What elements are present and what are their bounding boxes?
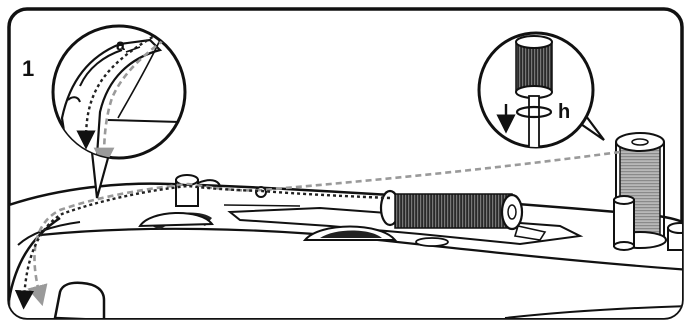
right-knob — [668, 223, 692, 250]
step-number: 1 — [22, 56, 34, 81]
spool-pin — [614, 196, 634, 250]
side-knob — [55, 283, 104, 320]
label-a: a — [116, 37, 125, 54]
label-h: h — [558, 101, 570, 123]
oval-hole — [416, 238, 448, 246]
